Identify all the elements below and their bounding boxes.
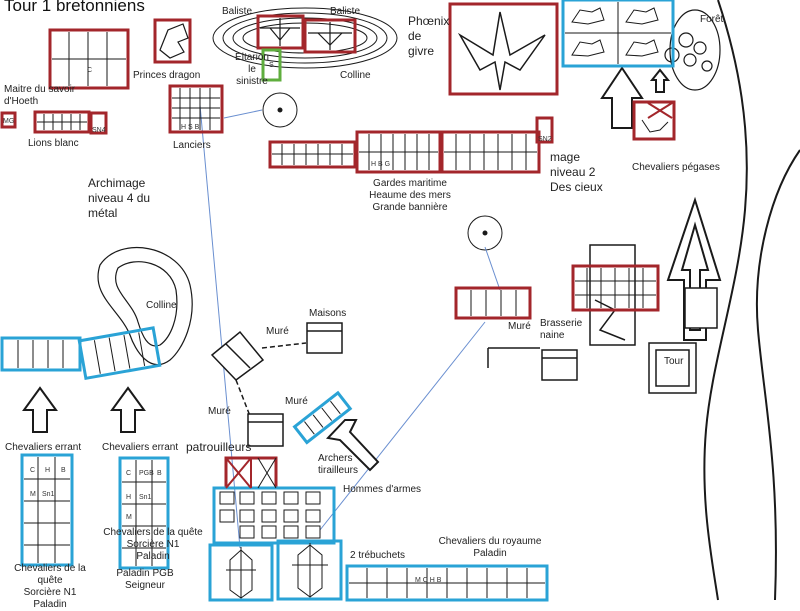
label-mure-2: Muré	[508, 321, 531, 332]
unit-grids	[17, 32, 656, 599]
label-princes-dragon: Princes dragon	[133, 70, 201, 81]
label-chevaliers-pegases: Chevaliers pégases	[632, 162, 720, 173]
label-mure-4: Muré	[285, 396, 308, 407]
ally-units	[0, 0, 675, 602]
mark-sn2: SN2	[538, 136, 552, 143]
mark-lanciers: H S B	[181, 124, 200, 131]
mark-errant-m: M	[30, 491, 36, 498]
outline-arrows	[22, 66, 722, 472]
label-brasserie: Brasserie naine	[540, 318, 583, 341]
label-archers: Archers tirailleurs	[318, 453, 359, 476]
bolt-thrower-icons	[260, 18, 352, 50]
river-bank-left	[703, 0, 748, 601]
mark-errant-sn1: Sn1	[42, 491, 55, 498]
label-errant-1: Chevaliers errant	[5, 442, 82, 453]
movement-lines	[199, 104, 501, 549]
mark-sn4: SN4	[92, 127, 106, 134]
mark-quete-pgb: PGB	[139, 470, 154, 477]
label-phoenix: Phœnix de givre	[408, 14, 450, 58]
mark-quete-b: B	[157, 470, 162, 477]
label-hill-top: Colline	[340, 70, 371, 81]
label-baliste-2: Baliste	[330, 6, 361, 17]
label-maitre: Maitre du savoir d'Hoeth	[4, 84, 76, 107]
river-bank-right	[755, 149, 800, 601]
label-maisons: Maisons	[309, 308, 347, 319]
label-mure-3: Muré	[208, 406, 231, 417]
label-tour: Tour	[664, 356, 684, 367]
mark-errant-h: H	[45, 467, 51, 474]
label-trebuchets: 2 trébuchets	[350, 550, 406, 561]
label-archimage: Archimage niveau 4 du métal	[88, 176, 151, 220]
label-quete-1: Chevaliers de la quête Sorcière N1 Palad…	[14, 563, 86, 610]
label-mure-1: Muré	[266, 326, 289, 337]
mark-quete-c: C	[126, 470, 132, 477]
destroyed-unit-marks	[225, 102, 673, 489]
tower	[648, 287, 718, 394]
enemy-units	[0, 2, 676, 490]
mark-errant-b: B	[61, 467, 66, 474]
buildings	[210, 322, 343, 447]
mark-quete-sn1: Sn1	[139, 494, 152, 501]
label-baliste-1: Baliste	[222, 6, 253, 17]
label-hill-left: Colline	[146, 300, 177, 311]
label-patrouilleurs: patrouilleurs	[186, 440, 252, 454]
label-chev-royaume: Chevaliers du royaume Paladin	[438, 536, 542, 559]
label-quete-2: Chevaliers de la quête Sorcière N1 Palad…	[103, 527, 203, 562]
mark-errant-c: C	[30, 467, 36, 474]
label-hommes-armes: Hommes d'armes	[343, 484, 422, 495]
label-forest: Forêt	[700, 14, 724, 25]
map-title: Tour 1 bretonniens	[4, 0, 145, 15]
mark-gardes: H B G	[371, 161, 391, 168]
dragon-head-icon	[159, 23, 189, 59]
label-lanciers: Lanciers	[173, 140, 211, 151]
label-errant-2: Chevaliers errant	[102, 442, 179, 453]
phoenix-icon	[457, 11, 546, 91]
label-eltharion: Eltarion le sinistre	[235, 52, 269, 87]
mark-quete-m: M	[126, 514, 132, 521]
label-gardes: Gardes maritime Heaume des mers Grande b…	[369, 178, 451, 213]
mark-quete-h: H	[126, 494, 132, 501]
objective-markers	[262, 92, 503, 251]
mark-royaume: M C H B	[415, 577, 442, 584]
mark-princes-c: C	[87, 67, 93, 74]
pegasus-icons	[565, 2, 671, 133]
mark-s: S	[269, 62, 274, 69]
mark-mg: MG	[3, 118, 15, 125]
eltharion-unit	[261, 48, 282, 82]
label-paladin-pgb: Paladin PGB Seigneur	[116, 568, 174, 591]
hill-left	[97, 247, 193, 366]
label-lions-blanc: Lions blanc	[28, 138, 79, 149]
forest	[664, 9, 721, 91]
label-mage: mage niveau 2 Des cieux	[550, 150, 603, 194]
